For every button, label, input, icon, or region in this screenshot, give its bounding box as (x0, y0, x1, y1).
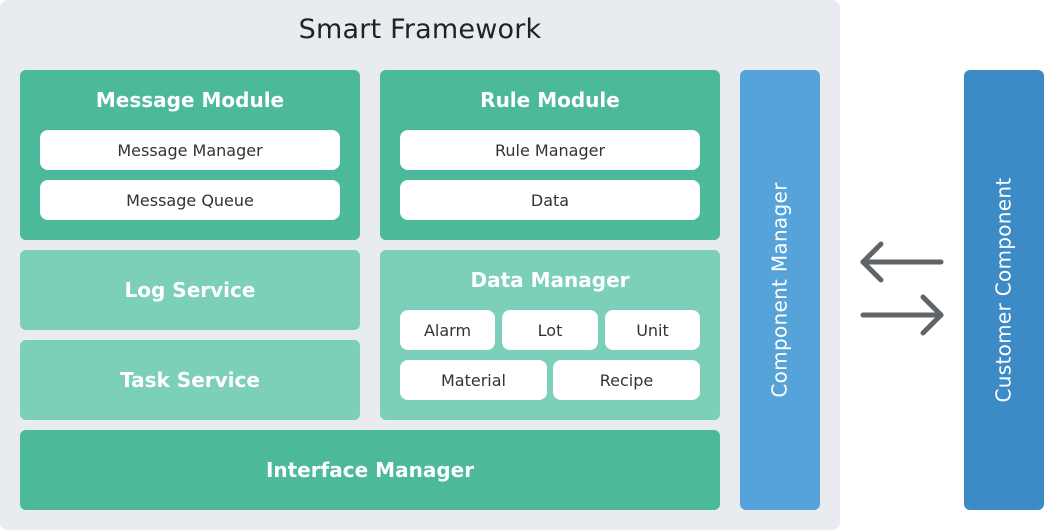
lot-item: Lot (502, 310, 598, 350)
component-manager: Component Manager (740, 70, 820, 510)
arrow-right-icon (860, 294, 944, 336)
unit-item: Unit (605, 310, 700, 350)
message-module: Message Module Message Manager Message Q… (20, 70, 360, 240)
customer-component: Customer Component (964, 70, 1044, 510)
log-service-label: Log Service (124, 278, 256, 302)
log-service: Log Service (20, 250, 360, 330)
task-service-label: Task Service (120, 368, 260, 392)
data-manager: Data Manager Alarm Lot Unit Material Rec… (380, 250, 720, 420)
rule-manager-item: Rule Manager (400, 130, 700, 170)
framework-title: Smart Framework (298, 14, 542, 45)
message-module-title: Message Module (95, 88, 285, 112)
component-manager-label: Component Manager (768, 182, 792, 398)
data-item: Data (400, 180, 700, 220)
smart-framework-container: Smart Framework Message Module Message M… (0, 0, 840, 530)
task-service: Task Service (20, 340, 360, 420)
interface-manager-label: Interface Manager (265, 458, 475, 482)
message-queue-item: Message Queue (40, 180, 340, 220)
rule-module-title: Rule Module (480, 88, 620, 112)
rule-module: Rule Module Rule Manager Data (380, 70, 720, 240)
message-manager-item: Message Manager (40, 130, 340, 170)
data-manager-title: Data Manager (470, 268, 630, 292)
customer-component-label: Customer Component (992, 177, 1016, 403)
material-item: Material (400, 360, 547, 400)
interface-manager: Interface Manager (20, 430, 720, 510)
exchange-arrows (860, 241, 944, 336)
recipe-item: Recipe (553, 360, 700, 400)
alarm-item: Alarm (400, 310, 495, 350)
arrow-left-icon (860, 241, 944, 283)
